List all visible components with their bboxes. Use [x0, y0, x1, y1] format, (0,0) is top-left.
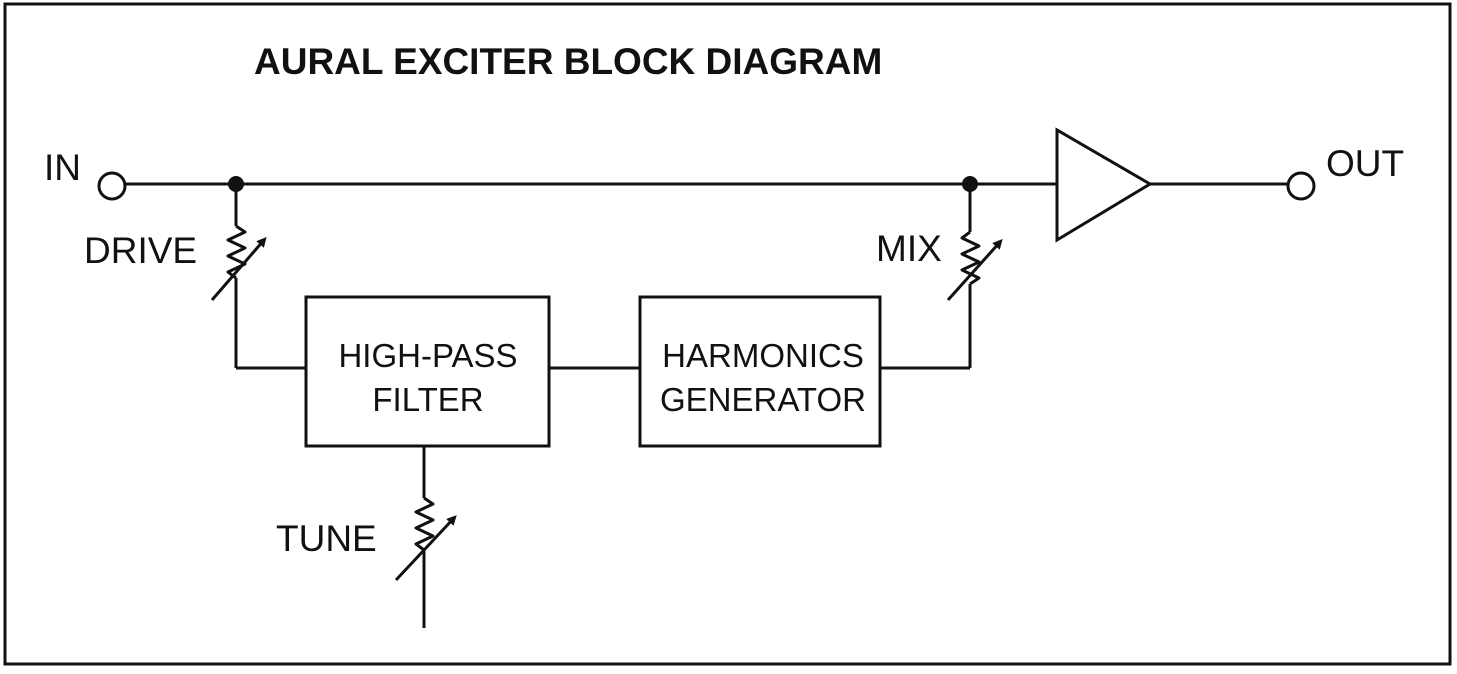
input-label: IN: [44, 147, 81, 188]
high-pass-filter-line1: HIGH-PASS: [338, 337, 517, 374]
high-pass-filter-line2: FILTER: [372, 381, 483, 418]
tune-label: TUNE: [276, 518, 377, 559]
mix-label: MIX: [876, 228, 942, 269]
mix-arrow-icon: [946, 239, 1003, 302]
mix-resistor-icon: [960, 230, 981, 286]
harmonics-generator-line2: GENERATOR: [660, 381, 866, 418]
output-terminal-icon: [1286, 171, 1316, 201]
diagram-frame: [3, 2, 1452, 666]
diagram-title: AURAL EXCITER BLOCK DIAGRAM: [254, 41, 882, 82]
harmonics-generator-line1: HARMONICS: [662, 337, 864, 374]
mix-control: MIX: [876, 184, 1003, 370]
drive-control: DRIVE: [84, 184, 306, 370]
amplifier-icon: [1055, 127, 1153, 243]
tune-resistor-icon: [414, 496, 435, 552]
harmonics-generator-block: HARMONICS GENERATOR: [638, 295, 882, 448]
tune-arrow-icon: [394, 515, 457, 582]
high-pass-filter-block: HIGH-PASS FILTER: [304, 295, 551, 448]
tune-control: TUNE: [276, 446, 457, 628]
drive-resistor-icon: [226, 224, 247, 280]
output-label: OUT: [1326, 143, 1404, 184]
drive-label: DRIVE: [84, 230, 197, 271]
input-terminal-icon: [97, 171, 127, 201]
drive-arrow-icon: [210, 236, 267, 301]
